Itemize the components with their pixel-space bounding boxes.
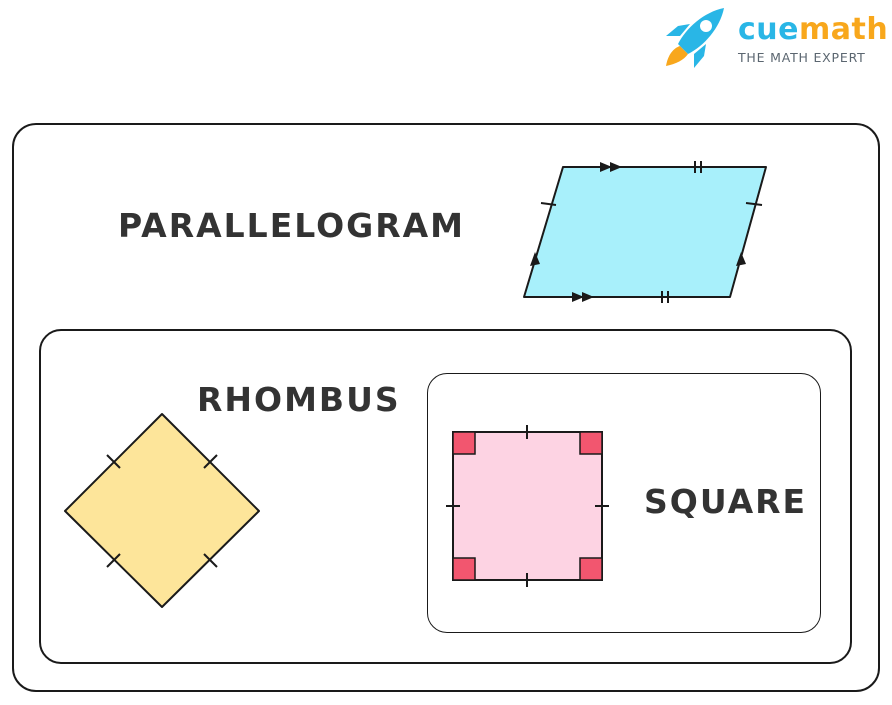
equal-tick-bottom: [661, 291, 669, 303]
parallel-arrow-top: [600, 162, 622, 172]
brand-name-part2: math: [799, 12, 889, 47]
parallel-arrow-bottom: [572, 292, 594, 302]
equal-tick-left: [540, 202, 557, 206]
equal-tick-right: [745, 202, 763, 206]
right-angle-markers: [452, 431, 603, 581]
brand-tagline: THE MATH EXPERT: [738, 50, 866, 65]
parallel-arrow-right: [736, 252, 746, 266]
cuemath-logo: cuemath THE MATH EXPERT: [660, 6, 888, 70]
parallelogram-label: PARALLELOGRAM: [118, 206, 466, 245]
rhombus-label: RHOMBUS: [197, 380, 401, 419]
equal-tick-top: [694, 161, 702, 173]
parallelogram-shape: [523, 161, 767, 303]
square-shape: [446, 425, 609, 587]
square-label: SQUARE: [644, 482, 808, 521]
rhombus-shape: [64, 413, 260, 608]
brand-name-part1: cue: [738, 12, 799, 47]
square-side-ticks: [446, 425, 609, 587]
rhombus-body: [64, 413, 260, 608]
rocket-icon: [666, 8, 724, 68]
square-body: [452, 431, 603, 581]
parallelogram-body: [523, 166, 767, 298]
rhombus-side-ticks: [106, 454, 218, 568]
brand-wordmark: cuemath: [738, 12, 888, 48]
parallel-arrow-left: [530, 252, 540, 266]
